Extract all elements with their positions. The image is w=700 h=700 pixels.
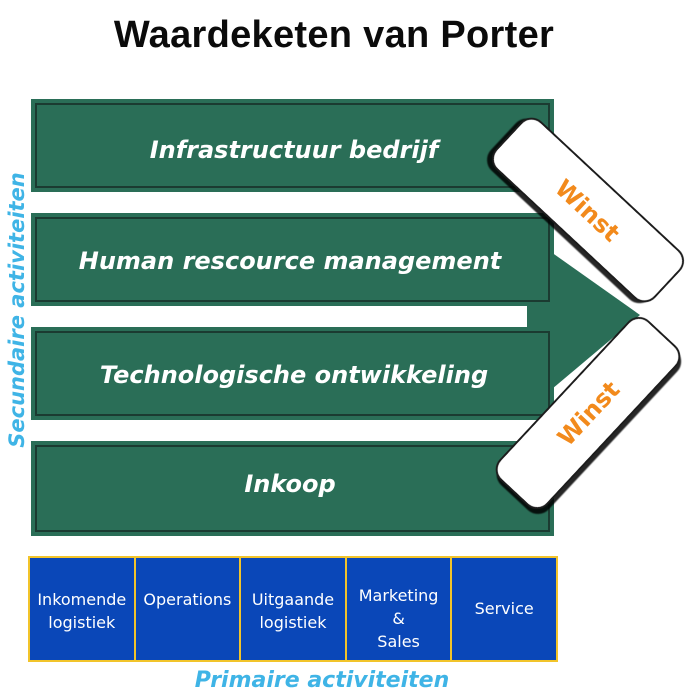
primary-cell-marketing-sales: Marketing & Sales xyxy=(346,558,451,660)
bar-label-technologie: Technologische ontwikkeling xyxy=(100,361,488,389)
primary-cell-operations: Operations xyxy=(135,558,240,660)
secondary-bar-infrastructuur: Infrastructuur bedrijf xyxy=(31,99,554,192)
primary-activities-row: Inkomende logistiek Operations Uitgaande… xyxy=(28,556,558,662)
primary-cell-inkomende-logistiek: Inkomende logistiek xyxy=(30,558,134,660)
bar-label-hrm: Human rescource management xyxy=(79,247,503,275)
secondary-activities-label: Secundaire activiteiten xyxy=(5,172,29,447)
secondary-bar-technologie: Technologische ontwikkeling xyxy=(31,327,554,420)
secondary-bar-inkoop: Inkoop xyxy=(31,441,554,536)
primary-cell-service: Service xyxy=(452,558,556,660)
primary-cell-uitgaande-logistiek: Uitgaande logistiek xyxy=(241,558,345,660)
primary-activities-label: Primaire activiteiten xyxy=(194,668,450,693)
bar-label-inkoop: Inkoop xyxy=(244,470,335,498)
page-title: Waardeketen van Porter xyxy=(113,14,555,56)
bar-label-infrastructuur: Infrastructuur bedrijf xyxy=(150,136,441,164)
margin-arrow-head xyxy=(527,235,640,410)
secondary-bar-hrm: Human rescource management xyxy=(31,213,554,306)
